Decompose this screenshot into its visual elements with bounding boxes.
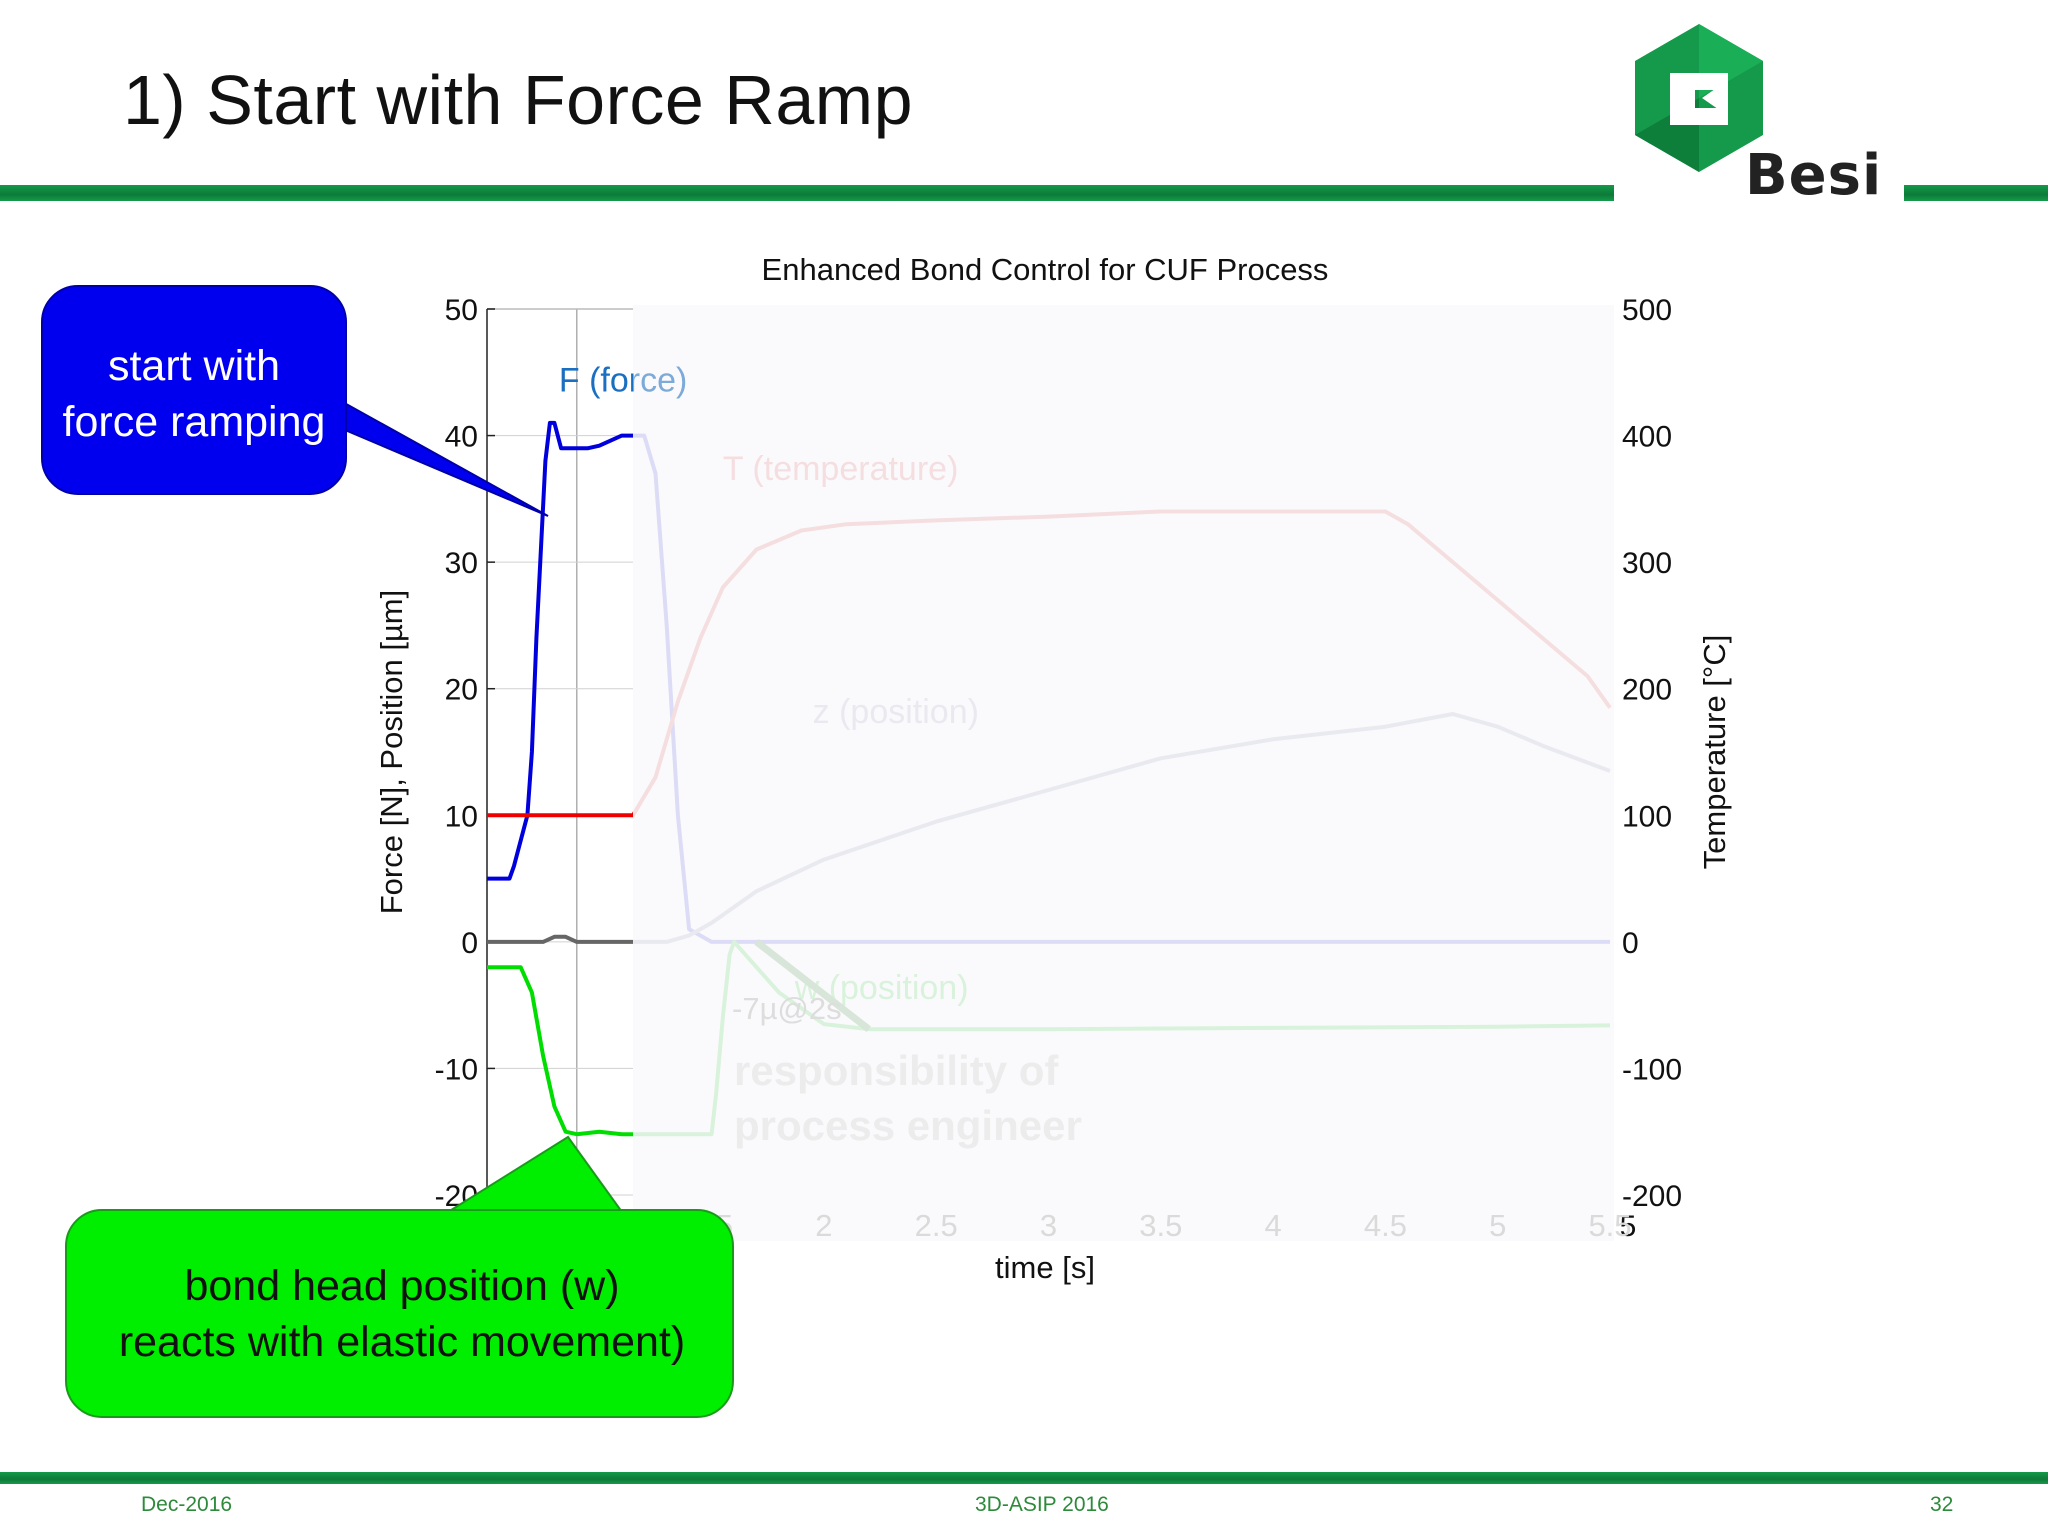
besi-logo: [1635, 24, 1763, 172]
delta-arrow: [754, 939, 871, 1032]
series-label: w (position): [794, 969, 969, 1007]
y-left-tick-label: 20: [445, 674, 478, 707]
footer-event: 3D-ASIP 2016: [975, 1493, 1109, 1516]
series-line-faded: [632, 433, 1610, 944]
x-tick-label: 2: [815, 1208, 832, 1243]
y-right-tick-label: -200: [1622, 1180, 1682, 1213]
series-line: [487, 420, 633, 881]
series-faded-group: [632, 433, 1612, 1137]
x-tick-label: 3: [1040, 1208, 1057, 1243]
y-left-tick-label: -10: [435, 1053, 478, 1086]
y-right-axis-label: Temperature [°C]: [1697, 635, 1732, 870]
header-band-right: [1904, 185, 2048, 201]
x-tick-label: 2.5: [915, 1208, 958, 1243]
y-right-tick-label: 400: [1622, 421, 1672, 454]
x-tick-label: 4.5: [1364, 1208, 1407, 1243]
logo-word: Besi: [1745, 143, 1883, 208]
chart-title: Enhanced Bond Control for CUF Process: [762, 252, 1329, 287]
header-band-left: [0, 185, 1614, 201]
force-callout-line1: start with: [108, 342, 280, 390]
force-callout-box: [41, 285, 347, 495]
y-right-tick-label: 0: [1622, 927, 1639, 960]
y-right-tick-label: 100: [1622, 800, 1672, 833]
series-line-faded: [632, 509, 1612, 818]
faded-overlay: [632, 305, 1614, 1241]
x-tick-label: 3.5: [1139, 1208, 1182, 1243]
series-highlight-group: [487, 420, 633, 1137]
y-left-tick-label: 30: [445, 547, 478, 580]
position-callout-line1: bond head position (w): [184, 1262, 619, 1310]
series-line-faded: [632, 939, 1611, 1137]
x-tick-label-extra: 5: [1620, 1210, 1637, 1243]
delta-annotation: -7µ@2s: [732, 991, 842, 1026]
y-left-tick-label: 10: [445, 800, 478, 833]
slide-title: 1) Start with Force Ramp: [123, 61, 913, 139]
series-line: [487, 934, 633, 944]
responsibility-note-line2: process engineer: [734, 1102, 1082, 1149]
position-callout-box: [65, 1209, 734, 1418]
x-axis-label: time [s]: [995, 1250, 1095, 1285]
y-left-tick-label: 0: [461, 927, 478, 960]
footer-date: Dec-2016: [141, 1493, 233, 1516]
x-tick-label: 5.5: [1588, 1208, 1631, 1243]
force-callout-line2: force ramping: [63, 398, 326, 446]
series-label: z (position): [813, 693, 979, 731]
y-left-tick-label: 50: [445, 294, 478, 327]
responsibility-note-line1: responsibility of: [734, 1047, 1059, 1094]
x-tick-label: 4: [1264, 1208, 1281, 1243]
position-callout-line2: reacts with elastic movement): [119, 1318, 685, 1366]
series-line: [487, 965, 633, 1137]
x-tick-label: 5: [1489, 1208, 1506, 1243]
page-number: 32: [1930, 1493, 1954, 1516]
y-right-tick-label: 200: [1622, 674, 1672, 707]
y-left-tick-label: 40: [445, 421, 478, 454]
y-right-tick-label: -100: [1622, 1053, 1682, 1086]
y-left-axis-label: Force [N], Position [µm]: [374, 590, 409, 915]
y-right-tick-label: 300: [1622, 547, 1672, 580]
series-label: F (force): [559, 361, 687, 399]
series-line-faded: [632, 712, 1611, 944]
series-label: T (temperature): [723, 450, 959, 488]
y-right-tick-label: 500: [1622, 294, 1672, 327]
footer-band: [0, 1472, 2048, 1484]
